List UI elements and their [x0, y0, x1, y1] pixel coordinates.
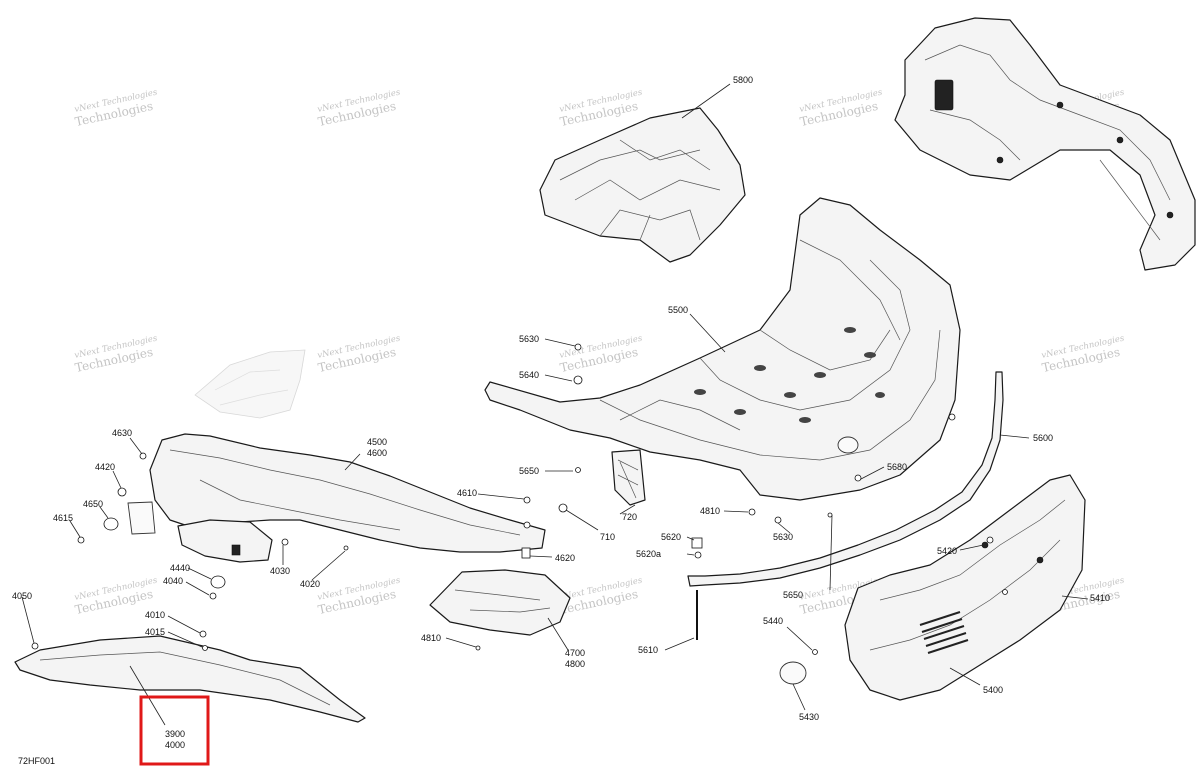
callout-4030: 4030	[270, 566, 290, 576]
diagram-id: 72HF001	[18, 756, 55, 766]
callout-4500: 4500	[367, 437, 387, 447]
callout-5800: 5800	[733, 75, 753, 85]
callout-4020: 4020	[300, 579, 320, 589]
callout-4800: 4800	[565, 659, 585, 669]
part-3900[interactable]	[14, 635, 366, 723]
callout-5630: 5630	[773, 532, 793, 542]
callout-5650: 5650	[783, 590, 803, 600]
callout-4700: 4700	[565, 648, 585, 658]
callout-5420: 5420	[937, 546, 957, 556]
ghost-reference-part	[194, 349, 306, 419]
rear-body-panel[interactable]	[894, 17, 1196, 271]
callout-5440: 5440	[763, 616, 783, 626]
callout-5600: 5600	[1033, 433, 1053, 443]
part-5400[interactable]	[844, 474, 1086, 701]
callout-5620a: 5620a	[636, 549, 661, 559]
hardware	[31, 343, 1008, 655]
callout-4600: 4600	[367, 448, 387, 458]
callout-4050: 4050	[12, 591, 32, 601]
callout-4615: 4615	[53, 513, 73, 523]
callout-5400: 5400	[983, 685, 1003, 695]
callout-5410: 5410	[1090, 593, 1110, 603]
callout-5620: 5620	[661, 532, 681, 542]
callout-5640: 5640	[519, 370, 539, 380]
leader-lines	[21, 83, 1089, 726]
callout-5610: 5610	[638, 645, 658, 655]
part-4500[interactable]	[127, 433, 546, 563]
callout-710: 710	[600, 532, 615, 542]
bracket-720[interactable]	[611, 449, 646, 506]
callout-4810: 4810	[421, 633, 441, 643]
part-5800[interactable]	[539, 107, 746, 263]
callout-5500: 5500	[668, 305, 688, 315]
callout-5650: 5650	[519, 466, 539, 476]
callout-4015: 4015	[145, 627, 165, 637]
callout-4810: 4810	[700, 506, 720, 516]
callout-4650: 4650	[83, 499, 103, 509]
callout-4420: 4420	[95, 462, 115, 472]
callout-5680: 5680	[887, 462, 907, 472]
callout-5630: 5630	[519, 334, 539, 344]
callout-720: 720	[622, 512, 637, 522]
callout-5430: 5430	[799, 712, 819, 722]
callout-4610: 4610	[457, 488, 477, 498]
callout-3900: 3900	[165, 729, 185, 739]
part-5430[interactable]	[779, 661, 807, 685]
callout-4620: 4620	[555, 553, 575, 563]
callout-4000: 4000	[165, 740, 185, 750]
part-5600[interactable]	[687, 371, 1004, 587]
part-4700[interactable]	[429, 569, 571, 636]
callout-labels: 5800 5500 5630 5640 5650 710 720 4810 56…	[12, 75, 1110, 750]
callout-4010: 4010	[145, 610, 165, 620]
callout-4630: 4630	[112, 428, 132, 438]
callout-4440: 4440	[170, 563, 190, 573]
callout-4040: 4040	[163, 576, 183, 586]
highlight-box-3900	[139, 695, 210, 766]
